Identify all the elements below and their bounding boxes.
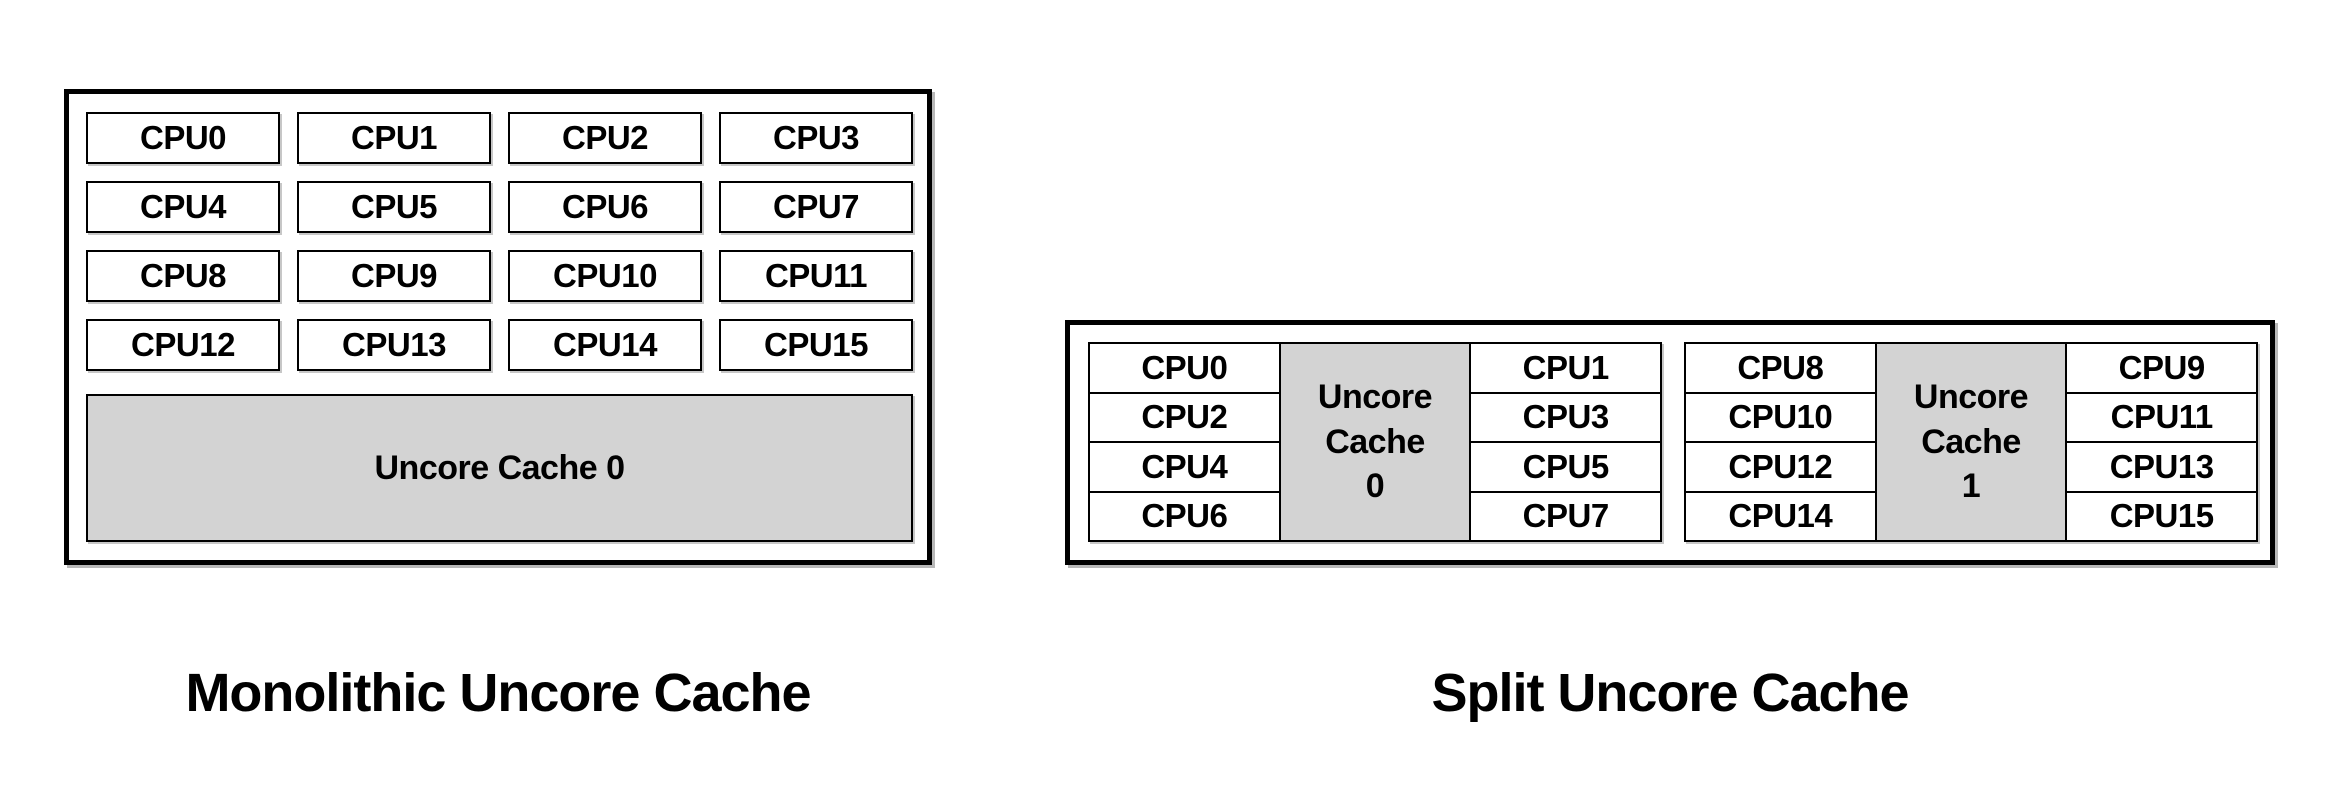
cpu-cell: CPU0 <box>1090 344 1279 392</box>
cpu-box: CPU14 <box>508 319 702 371</box>
monolithic-cpu-grid: CPU0 CPU1 CPU2 CPU3 CPU4 CPU5 CPU6 CPU7 … <box>86 112 913 371</box>
cpu-cell: CPU3 <box>1471 393 1660 441</box>
cpu-cell: CPU7 <box>1471 492 1660 540</box>
cpu-cell: CPU12 <box>1686 443 1875 491</box>
cpu-cell: CPU5 <box>1471 443 1660 491</box>
cpu-cell: CPU1 <box>1471 344 1660 392</box>
cpu-cell: CPU4 <box>1090 443 1279 491</box>
cpu-cell: CPU8 <box>1686 344 1875 392</box>
split-group-1: CPU8 CPU10 CPU12 CPU14 Uncore Cache 1 CP… <box>1684 342 2258 542</box>
cpu-box: CPU8 <box>86 250 280 302</box>
cpu-cell: CPU6 <box>1090 492 1279 540</box>
cpu-cell: CPU9 <box>2067 344 2256 392</box>
cpu-box: CPU10 <box>508 250 702 302</box>
monolithic-package-box: CPU0 CPU1 CPU2 CPU3 CPU4 CPU5 CPU6 CPU7 … <box>64 89 932 565</box>
cpu-cell: CPU11 <box>2067 393 2256 441</box>
cpu-cell: CPU13 <box>2067 443 2256 491</box>
cpu-cell: CPU10 <box>1686 393 1875 441</box>
cpu-cell: CPU15 <box>2067 492 2256 540</box>
cpu-box: CPU0 <box>86 112 280 164</box>
cpu-box: CPU15 <box>719 319 913 371</box>
uncore-cache-1-label: Uncore Cache 1 <box>1913 377 2029 506</box>
split-caption: Split Uncore Cache <box>1431 663 1909 723</box>
cpu-cell: CPU2 <box>1090 393 1279 441</box>
monolithic-caption: Monolithic Uncore Cache <box>185 663 811 723</box>
cpu-cell: CPU14 <box>1686 492 1875 540</box>
uncore-cache-1-cell: Uncore Cache 1 <box>1876 344 2066 540</box>
cpu-box: CPU1 <box>297 112 491 164</box>
cpu-box: CPU11 <box>719 250 913 302</box>
split-package-box: CPU0 CPU2 CPU4 CPU6 Uncore Cache 0 CPU1 … <box>1065 320 2275 565</box>
cpu-box: CPU5 <box>297 181 491 233</box>
cpu-box: CPU2 <box>508 112 702 164</box>
split-group-0: CPU0 CPU2 CPU4 CPU6 Uncore Cache 0 CPU1 … <box>1088 342 1662 542</box>
uncore-cache-0-cell: Uncore Cache 0 <box>1280 344 1470 540</box>
cpu-box: CPU3 <box>719 112 913 164</box>
cpu-box: CPU9 <box>297 250 491 302</box>
uncore-cache-0-box: Uncore Cache 0 <box>86 394 913 542</box>
cpu-box: CPU6 <box>508 181 702 233</box>
uncore-cache-0-label: Uncore Cache 0 <box>1317 377 1433 506</box>
cpu-box: CPU4 <box>86 181 280 233</box>
cpu-box: CPU13 <box>297 319 491 371</box>
cpu-box: CPU7 <box>719 181 913 233</box>
cpu-box: CPU12 <box>86 319 280 371</box>
